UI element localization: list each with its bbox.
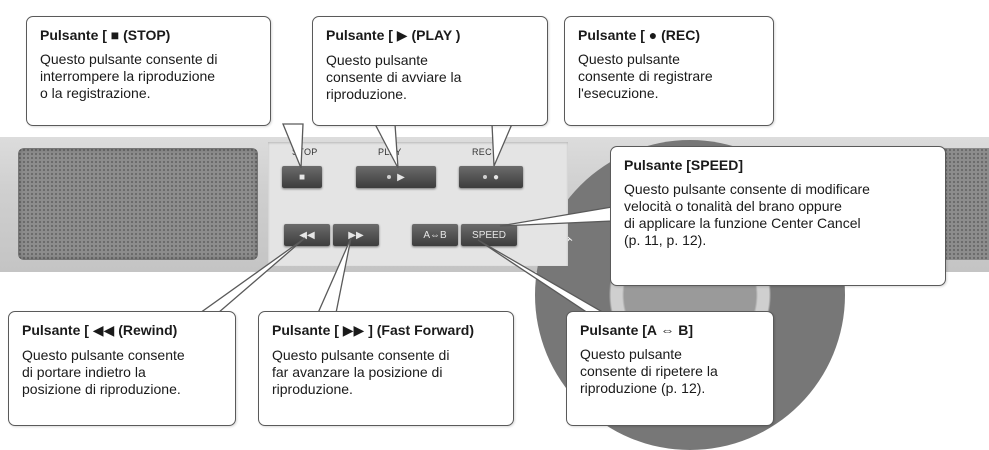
play-callout-body: Questo pulsante consente di avviare la r… xyxy=(326,52,535,103)
stop-callout: Pulsante [ ■ (STOP) Questo pulsante cons… xyxy=(26,16,271,126)
rec-callout-title: Pulsante [ ● (REC) xyxy=(578,27,761,43)
play-leader xyxy=(375,124,398,168)
stop-callout-title: Pulsante [ ■ (STOP) xyxy=(40,27,258,43)
speed-callout: Pulsante [SPEED] Questo pulsante consent… xyxy=(610,146,946,286)
stop-leader xyxy=(283,124,303,168)
speed-callout-title: Pulsante [SPEED] xyxy=(624,157,933,173)
fast-forward-callout-title: Pulsante [ ▶▶ ] (Fast Forward) xyxy=(272,322,501,339)
ab-repeat-callout: Pulsante [A ⇔ B] Questo pulsante consent… xyxy=(566,311,774,426)
ab-repeat-callout-body: Questo pulsante consente di ripetere la … xyxy=(580,346,761,397)
rewind-callout-title: Pulsante [ ◀◀ (Rewind) xyxy=(22,322,223,339)
rec-leader xyxy=(492,124,512,166)
speed-leader xyxy=(500,207,612,226)
fast-forward-callout-body: Questo pulsante consente di far avanzare… xyxy=(272,347,501,398)
fast-forward-callout: Pulsante [ ▶▶ ] (Fast Forward) Questo pu… xyxy=(258,311,514,426)
rewind-callout: Pulsante [ ◀◀ (Rewind) Questo pulsante c… xyxy=(8,311,236,426)
play-callout: Pulsante [ ▶ (PLAY ) Questo pulsante con… xyxy=(312,16,548,126)
rec-callout: Pulsante [ ● (REC) Questo pulsante conse… xyxy=(564,16,774,126)
rewind-callout-body: Questo pulsante consente di portare indi… xyxy=(22,347,223,398)
play-callout-title: Pulsante [ ▶ (PLAY ) xyxy=(326,27,535,44)
speed-callout-body: Questo pulsante consente di modificare v… xyxy=(624,181,933,249)
ab-leader xyxy=(478,240,604,313)
rec-callout-body: Questo pulsante consente di registrare l… xyxy=(578,51,761,102)
rewind-leader xyxy=(200,238,305,313)
fast-forward-leader xyxy=(318,238,351,313)
stop-callout-body: Questo pulsante consente di interrompere… xyxy=(40,51,258,102)
ab-repeat-callout-title: Pulsante [A ⇔ B] xyxy=(580,322,761,338)
